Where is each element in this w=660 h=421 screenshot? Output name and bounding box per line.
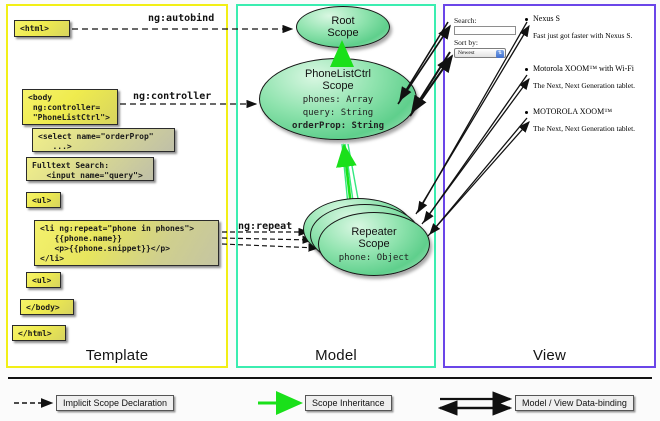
view-phone-name-2: MOTOROLA XOOM™ xyxy=(533,107,613,116)
root-scope-ellipse: Root Scope xyxy=(296,6,390,48)
edge-label-controller: ng:controller xyxy=(133,91,212,102)
code-box-body-close: </body> xyxy=(20,299,74,315)
code-box-li-repeat: <li ng:repeat="phone in phones"> {{phone… xyxy=(34,220,219,266)
code-box-fulltext-search: Fulltext Search: <input name="query"> xyxy=(26,157,154,181)
view-phone-name-0: Nexus S xyxy=(533,14,560,23)
root-scope-title-line1: Root xyxy=(331,15,355,27)
column-label-model: Model xyxy=(315,347,357,364)
view-pane: Search: Sort by: Newest ⇅ Nexus S Fast j… xyxy=(445,6,654,336)
root-scope-title-line2: Scope xyxy=(327,27,359,39)
repeater-scope-ellipse: Repeater Scope phone: Object xyxy=(318,212,430,276)
list-bullet xyxy=(525,18,528,21)
legend-scope-inheritance: Scope Inheritance xyxy=(305,395,392,411)
edge-label-autobind: ng:autobind xyxy=(148,13,215,24)
phonelistctrl-scope-ellipse: PhoneListCtrl Scope phones: Array query:… xyxy=(259,58,417,140)
view-search-input[interactable] xyxy=(454,26,516,35)
phonelist-scope-prop-query: query: String xyxy=(302,107,374,118)
view-sort-label: Sort by: xyxy=(454,38,478,47)
column-label-view: View xyxy=(532,347,567,364)
edge-label-repeat: ng:repeat xyxy=(238,221,293,232)
legend-model-view-data-binding: Model / View Data-binding xyxy=(515,395,634,411)
code-box-select-orderprop: <select name="orderProp" ...> xyxy=(32,128,175,152)
code-box-html-close: </html> xyxy=(12,325,66,341)
view-sort-selected-value: Newest xyxy=(458,50,475,56)
repeater-scope-prop-phone: phone: Object xyxy=(338,252,410,263)
code-box-ul-close: <ul> xyxy=(26,272,61,288)
column-label-template: Template xyxy=(85,347,149,364)
view-phone-snippet-1: The Next, Next Generation tablet. xyxy=(533,81,636,90)
view-phone-name-1: Motorola XOOM™ with Wi-Fi xyxy=(533,64,634,73)
code-box-html-open: <html> xyxy=(14,20,70,37)
legend-implicit-scope-declaration: Implicit Scope Declaration xyxy=(56,395,175,411)
repeater-scope-title-line2: Scope xyxy=(358,237,390,250)
code-box-body-controller: <body ng:controller= "PhoneListCtrl"> xyxy=(22,89,118,125)
view-sort-select[interactable]: Newest ⇅ xyxy=(454,48,506,58)
list-bullet xyxy=(525,68,528,71)
chevron-down-icon: ⇅ xyxy=(496,50,504,58)
phonelist-scope-title-line1: PhoneListCtrl xyxy=(304,67,372,80)
repeater-scope-title-line1: Repeater xyxy=(351,225,397,238)
legend-divider xyxy=(8,377,652,379)
view-phone-snippet-2: The Next, Next Generation tablet. xyxy=(533,124,636,133)
phonelist-scope-prop-orderprop: orderProp: String xyxy=(291,120,385,131)
code-box-ul-open: <ul> xyxy=(26,192,61,208)
view-phone-snippet-0: Fast just got faster with Nexus S. xyxy=(533,31,633,40)
list-bullet xyxy=(525,111,528,114)
view-search-label: Search: xyxy=(454,16,477,25)
phonelist-scope-title-line2: Scope xyxy=(322,79,354,92)
phonelist-scope-prop-phones: phones: Array xyxy=(302,94,374,105)
